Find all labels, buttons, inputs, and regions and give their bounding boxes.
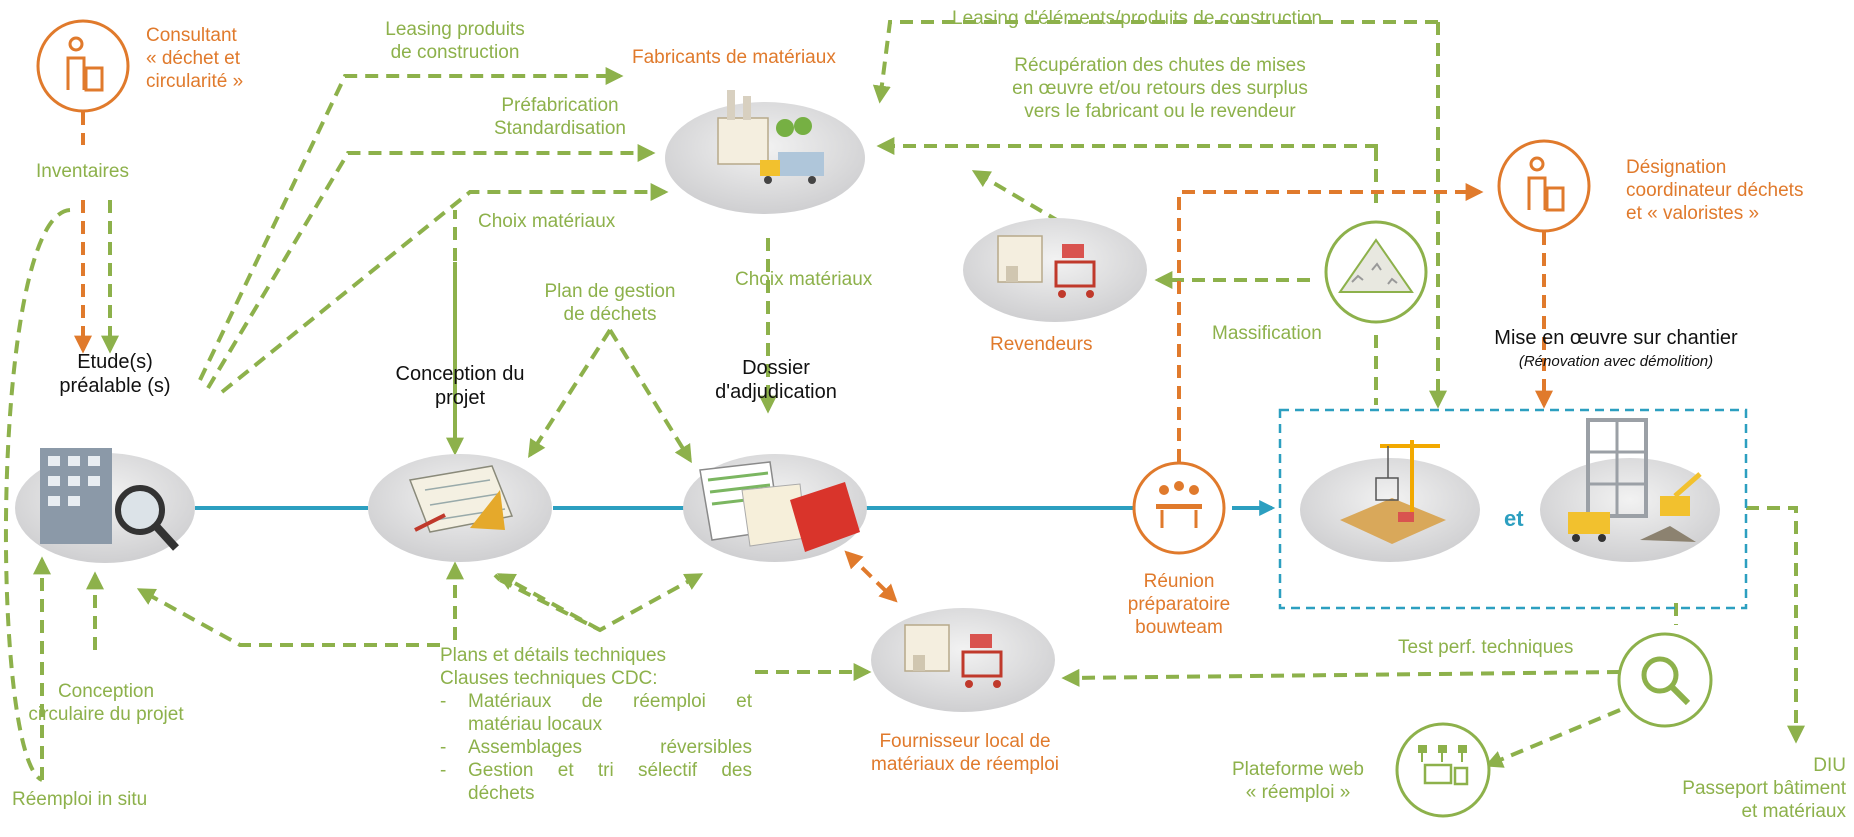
diu-line-1: DIU [1813, 755, 1846, 776]
choix-materiaux-label-1: Choix matériaux [478, 211, 616, 232]
cdc-item-1b: matériau locaux [468, 714, 603, 735]
plans-techniques-block: Plans et détails techniques Clauses tech… [440, 644, 752, 805]
massification-label: Massification [1212, 323, 1322, 344]
designation-line-3: et « valoristes » [1626, 203, 1760, 224]
prefab-label: Préfabrication Standardisation [460, 94, 660, 140]
conception-label: Conception du projet [370, 362, 550, 410]
recuperation-line-1: Récupération des chutes de mises [1014, 55, 1306, 76]
reemploi-in-situ-label: Réemploi in situ [12, 789, 148, 810]
recuperation-line-3: vers le fabricant ou le revendeur [1024, 101, 1296, 122]
leasing-produits-label: Leasing produits de construction [355, 18, 555, 64]
dossier-line-1: Dossier [742, 357, 810, 379]
plateforme-line-2: « réemploi » [1245, 782, 1351, 803]
person-bin-icon [1497, 139, 1591, 233]
blueprint-tools-icon [408, 465, 514, 533]
standardisation-line: Standardisation [493, 118, 627, 139]
etude-line-1: Etude(s) [77, 351, 153, 373]
fournisseur-line-2: matériaux de réemploi [871, 754, 1059, 775]
fournisseur-label: Fournisseur local de matériaux de réempl… [830, 730, 1100, 776]
etude-label: Etude(s) préalable (s) [40, 350, 190, 398]
designation-label: Désignation coordinateur déchets et « va… [1626, 156, 1854, 225]
reunion-line-3: bouwteam [1135, 617, 1223, 638]
cdc-item-2: Assemblages réversibles [468, 737, 752, 758]
consultant-label: Consultant « déchet et circularité » [146, 24, 296, 93]
dossier-label: Dossier d'adjudication [676, 356, 876, 404]
building-magnifier-icon [40, 448, 179, 551]
plan-gestion-line-2: de déchets [563, 304, 657, 325]
crane-site-icon [1340, 440, 1446, 544]
conception-circulaire-line-2: circulaire du projet [28, 704, 184, 725]
test-perf-label: Test perf. techniques [1398, 637, 1574, 658]
cdc-item: Assemblages réversibles [440, 736, 752, 759]
conception-line-2: projet [434, 387, 486, 409]
plateforme-line-1: Plateforme web [1231, 759, 1364, 780]
plans-line-1: Plans et détails techniques [440, 645, 667, 666]
plans-line-2: Clauses techniques CDC: [440, 668, 658, 689]
cdc-item-3b: déchets [468, 783, 535, 804]
inventaires-label: Inventaires [36, 161, 129, 182]
diu-label: DIU Passeport bâtiment et matériaux [1600, 754, 1846, 823]
magnifier-icon [1617, 632, 1713, 728]
leasing-elements-label: Leasing d'éléments/produits de construct… [952, 8, 1323, 29]
diu-line-2: Passeport bâtiment [1682, 778, 1846, 799]
chantier-box [1278, 408, 1748, 610]
choix-materiaux-label-2: Choix matériaux [735, 269, 873, 290]
network-devices-icon [1395, 722, 1491, 818]
plan-gestion-line-1: Plan de gestion [544, 281, 676, 302]
person-bin-icon [36, 19, 130, 113]
green-flows [3, 20, 1805, 782]
dossier-line-2: d'adjudication [715, 381, 837, 403]
designation-line-2: coordinateur déchets [1626, 180, 1804, 201]
cdc-item-3a: Gestion et tri sélectif des [468, 760, 752, 781]
diu-line-3: et matériaux [1741, 801, 1846, 822]
etude-line-2: préalable (s) [59, 375, 171, 397]
revendeurs-label: Revendeurs [990, 334, 1093, 355]
reunion-line-1: Réunion [1143, 571, 1215, 592]
plateforme-label: Plateforme web « réemploi » [1208, 758, 1388, 804]
rubble-pile-icon [1324, 220, 1428, 324]
recuperation-label: Récupération des chutes de mises en œuvr… [950, 54, 1370, 123]
leasing-produits-line-2: de construction [390, 42, 520, 63]
factory-truck-icon [717, 90, 824, 184]
consultant-line-2: « déchet et [146, 48, 241, 69]
fournisseur-line-1: Fournisseur local de [879, 731, 1051, 752]
orange-flows [74, 112, 1553, 603]
leasing-produits-line-1: Leasing produits [385, 19, 525, 40]
meeting-table-icon [1132, 461, 1226, 555]
shop-cart-icon [904, 624, 1003, 688]
mise-en-oeuvre-line-1: Mise en œuvre sur chantier [1494, 327, 1738, 349]
fabricants-label: Fabricants de matériaux [632, 47, 836, 68]
shop-cart-icon [997, 235, 1096, 298]
designation-line-1: Désignation [1626, 157, 1727, 178]
conception-circulaire-line-1: Conception [57, 681, 155, 702]
documents-folder-icon [699, 461, 860, 552]
prefabrication-line: Préfabrication [501, 95, 619, 116]
cdc-item-1a: Matériaux de réemploi et [468, 691, 752, 712]
reunion-line-2: préparatoire [1127, 594, 1231, 615]
et-label: et [1504, 506, 1524, 531]
mise-en-oeuvre-label: Mise en œuvre sur chantier (Rénovation a… [1446, 326, 1786, 374]
plan-gestion-label: Plan de gestion de déchets [520, 280, 700, 326]
consultant-line-3: circularité » [146, 71, 244, 92]
reunion-label: Réunion préparatoire bouwteam [1104, 570, 1254, 639]
conception-line-1: Conception du [395, 363, 525, 385]
conception-circulaire-label: Conception circulaire du projet [6, 680, 206, 726]
mise-en-oeuvre-line-2: (Rénovation avec démolition) [1518, 353, 1714, 370]
recuperation-line-2: en œuvre et/ou retours des surplus [1012, 78, 1308, 99]
consultant-line-1: Consultant [146, 25, 237, 46]
demolition-excavator-icon [1568, 418, 1702, 542]
